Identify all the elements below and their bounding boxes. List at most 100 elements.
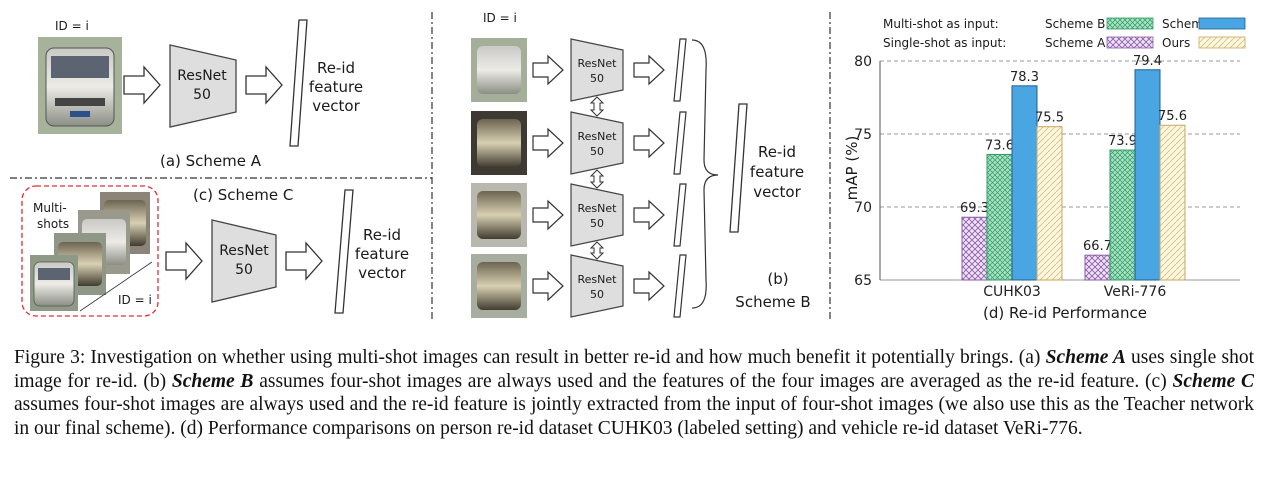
caption-c-text: assumes four-shot images are always used… [14, 394, 1254, 439]
data-label: 69.3 [960, 201, 989, 216]
caption-b-term: Scheme B [171, 370, 254, 392]
caption-b-text: assumes four-shot images are always used… [259, 370, 1140, 392]
scheme-a-output-label: feature [309, 78, 363, 96]
bar-scheme-c [1011, 85, 1038, 281]
data-label: 75.5 [1035, 111, 1064, 126]
chart-y-axis-label: mAP (%) [843, 136, 861, 201]
feature-vector [673, 38, 687, 102]
x-tick-label: VeRi-776 [1104, 284, 1167, 300]
resnet-label: ResNet [578, 273, 618, 286]
arrow-out [633, 54, 665, 86]
resnet-block [570, 38, 624, 102]
arrow-in [532, 127, 564, 159]
resnet-depth: 50 [590, 72, 604, 85]
bar-ours [1159, 124, 1186, 281]
resnet-depth: 50 [590, 217, 604, 230]
scheme-c-feature-vector [334, 189, 354, 314]
multi-shot-image-stack [30, 192, 150, 311]
scheme-a-resnet-label: ResNet [177, 68, 227, 84]
feature-vector [673, 111, 687, 175]
scheme-a-resnet-block [169, 44, 237, 128]
legend-scheme-b-label: Scheme B [1045, 17, 1105, 31]
caption-a-prefix: (a) [1018, 347, 1041, 368]
caption-c-term: Scheme C [1172, 370, 1255, 392]
scheme-c-caption: (c) Scheme C [193, 186, 293, 204]
bar-scheme-b [1109, 149, 1136, 281]
legend-scheme-b-swatch [1106, 17, 1154, 30]
scheme-b-feature-vector [729, 103, 748, 233]
arrow-out [633, 199, 665, 231]
vehicle-shape [477, 191, 521, 239]
figure-caption: Figure 3: Investigation on whether using… [14, 346, 1254, 440]
bar-scheme-a [1084, 254, 1111, 281]
data-label: 78.3 [1010, 70, 1039, 85]
y-tick-label: 75 [854, 127, 872, 143]
arrow-in [532, 199, 564, 231]
data-label: 73.9 [1108, 134, 1137, 149]
arrow-in [532, 54, 564, 86]
vehicle-shape [477, 119, 521, 167]
arrow-out [633, 270, 665, 302]
scheme-b-caption: (b) [767, 270, 788, 288]
scheme-c-output-label: Re-id [363, 226, 401, 244]
scheme-c-panel: (c) Scheme C Multi- shots ID = i ResNet … [21, 185, 409, 317]
caption-figure-label: Figure 3: [14, 347, 86, 368]
shared-weights-arrow [589, 169, 605, 189]
scheme-a-caption: (a) Scheme A [160, 152, 262, 170]
arrow-out [633, 127, 665, 159]
caption-c-prefix: (c) [1145, 370, 1167, 392]
y-tick-label: 65 [854, 273, 872, 289]
resnet-depth: 50 [590, 145, 604, 158]
scheme-c-id-label: ID = i [118, 293, 152, 307]
scheme-a-arrow-out [245, 65, 283, 105]
y-tick-label: 70 [854, 200, 872, 216]
vehicle-shape [477, 262, 521, 310]
id-underline [79, 261, 153, 312]
feature-vector [673, 254, 687, 318]
bar-scheme-c [1134, 69, 1161, 281]
scheme-a-resnet-depth: 50 [193, 87, 211, 103]
multi-shots-label: Multi- [33, 201, 67, 215]
caption-b-prefix: (b) [143, 370, 167, 392]
scheme-a-id-label: ID = i [55, 19, 89, 33]
scheme-a-output-label: vector [312, 97, 360, 115]
scheme-a-arrow-in [123, 65, 161, 105]
scheme-b-output-label: Re-id [758, 143, 796, 161]
resnet-label: ResNet [578, 202, 618, 215]
x-tick-label: CUHK03 [983, 284, 1041, 300]
scheme-c-arrow-in [165, 241, 203, 281]
resnet-label: ResNet [578, 57, 618, 70]
legend-scheme-a-swatch [1106, 36, 1154, 49]
legend-scheme-c-swatch [1198, 17, 1246, 30]
scheme-b-output-label: vector [753, 183, 801, 201]
legend-scheme-a-label: Scheme A [1045, 36, 1106, 50]
scheme-c-resnet-depth: 50 [235, 262, 253, 278]
bar-scheme-b [986, 153, 1013, 281]
scheme-b-row: ResNet 50 [471, 254, 687, 318]
multi-shot-input-box [21, 185, 159, 317]
scheme-a-panel: ID = i ResNet 50 Re-id feature vector (a… [38, 19, 363, 170]
legend-multi-shot-label: Multi-shot as input: [883, 17, 999, 31]
average-brace [691, 39, 719, 309]
scheme-c-resnet-block [211, 219, 277, 303]
resnet-depth: 50 [590, 288, 604, 301]
data-label: 75.6 [1158, 109, 1187, 124]
chart-caption: (d) Re-id Performance [983, 304, 1147, 322]
shared-weights-arrow [589, 241, 605, 260]
resnet-block [570, 183, 624, 247]
legend-ours-label: Ours [1162, 36, 1190, 50]
scheme-c-output-label: vector [358, 264, 406, 282]
scheme-a-output-label: Re-id [317, 59, 355, 77]
arrow-in [532, 270, 564, 302]
feature-vector [673, 183, 687, 247]
scheme-c-output-label: feature [355, 245, 409, 263]
caption-d-prefix: (d) [180, 417, 203, 439]
scheme-b-panel: ID = i ResNet50ResNet50ResNet50ResNet50 … [471, 11, 811, 318]
data-label: 79.4 [1133, 54, 1162, 69]
caption-a-term: Scheme A [1045, 347, 1126, 368]
data-label: 66.7 [1083, 239, 1112, 254]
scheme-a-vehicle-image [38, 37, 122, 134]
resnet-block [570, 254, 624, 318]
